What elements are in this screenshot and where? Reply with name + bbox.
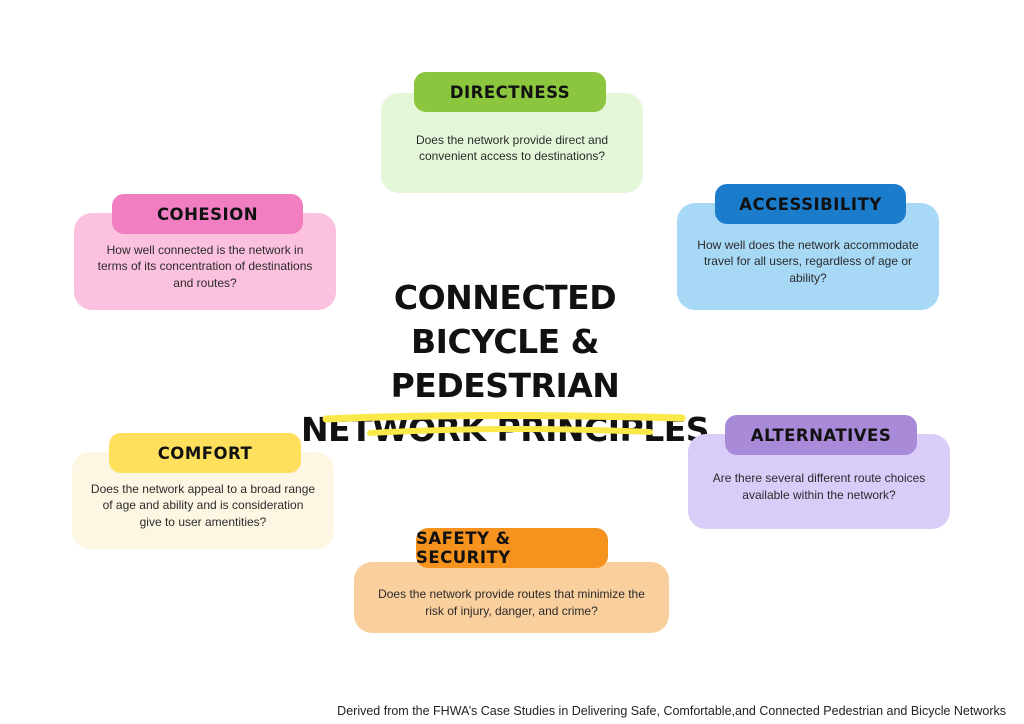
alternatives-description: Are there several different route choice… (712, 471, 926, 502)
accessibility-tag: ACCESSIBILITY (715, 184, 906, 224)
title-line-2: BICYCLE & PEDESTRIAN (390, 322, 620, 405)
highlight-stroke-2 (367, 426, 653, 436)
alternatives-label: ALTERNATIVES (750, 425, 892, 445)
directness-tag: DIRECTNESS (414, 72, 606, 112)
highlight-stroke-1 (322, 412, 686, 423)
alternatives-tag: ALTERNATIVES (725, 415, 917, 455)
accessibility-description: How well does the network accommodate tr… (697, 237, 919, 285)
comfort-tag: COMFORT (109, 433, 301, 473)
directness-label: DIRECTNESS (449, 82, 571, 102)
cohesion-label: COHESION (156, 204, 259, 224)
safety-label: SAFETY & SECURITY (416, 529, 511, 567)
safety-description: Does the network provide routes that min… (378, 587, 645, 618)
comfort-description: Does the network appeal to a broad range… (90, 481, 316, 529)
safety-card: Does the network provide routes that min… (354, 562, 669, 633)
cohesion-tag: COHESION (112, 194, 303, 234)
directness-description: Does the network provide direct and conv… (415, 132, 609, 164)
title-line-1: CONNECTED (393, 278, 617, 317)
safety-tag: SAFETY & SECURITY (416, 528, 608, 568)
source-footer: Derived from the FHWA’s Case Studies in … (337, 704, 1006, 718)
accessibility-label: ACCESSIBILITY (739, 194, 882, 214)
cohesion-description: How well connected is the network in ter… (97, 242, 313, 290)
title-highlight (322, 412, 686, 436)
comfort-label: COMFORT (157, 443, 253, 463)
